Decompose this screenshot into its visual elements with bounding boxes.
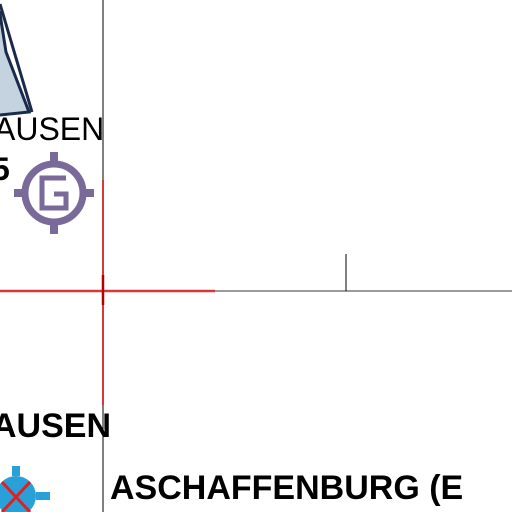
vor-crossed-icon[interactable] <box>0 466 50 512</box>
place-label-bottom: ASCHAFFENBURG (E <box>110 469 464 507</box>
place-label-middle: AUSEN <box>0 407 112 445</box>
airspace-polygon-icon <box>0 3 34 117</box>
place-label-top-sub: 5 <box>0 151 10 187</box>
gps-waypoint-icon[interactable] <box>14 152 94 234</box>
place-label-top: AUSEN <box>0 111 105 147</box>
runway-crosshair <box>0 180 215 405</box>
